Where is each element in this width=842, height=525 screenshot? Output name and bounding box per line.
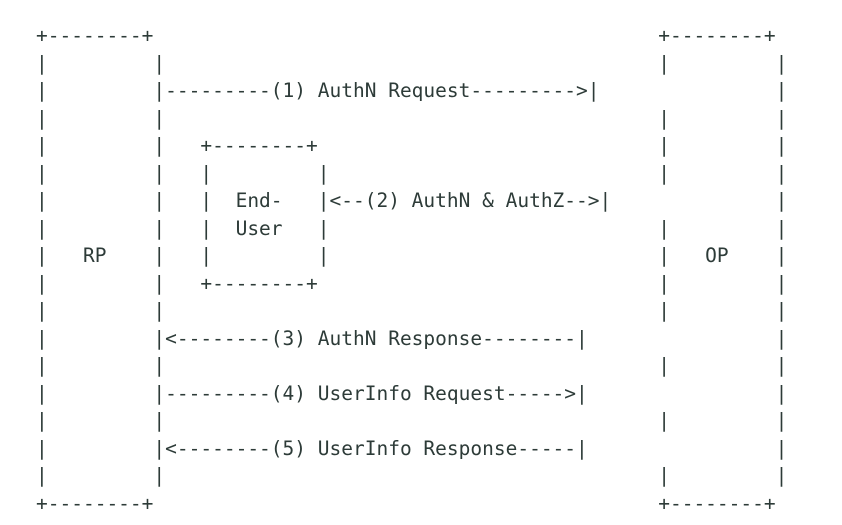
ascii-protocol-flow-diagram: +--------+ +--------+ | | | | | |-------… — [36, 24, 788, 515]
